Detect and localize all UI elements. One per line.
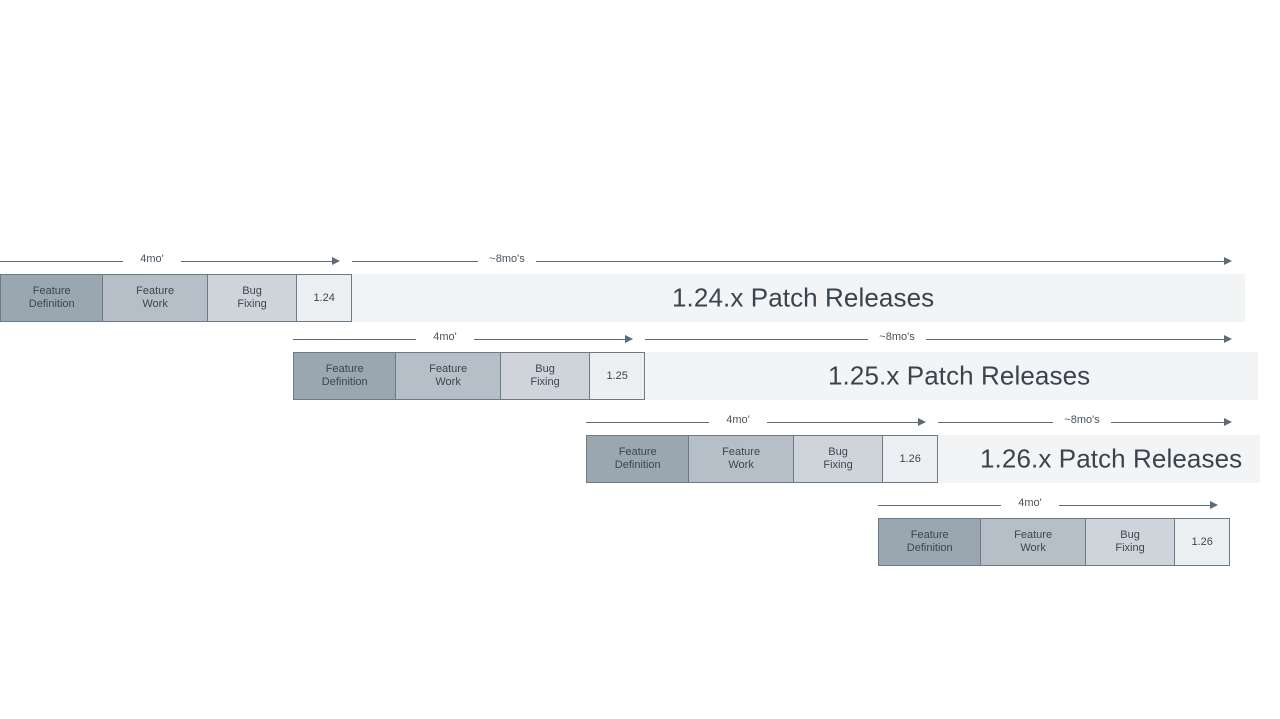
row-126-feature-definition[interactable]: Feature Definition xyxy=(587,436,690,482)
arrow-head-icon xyxy=(1224,257,1232,265)
row-124-patch-band: 1.24.x Patch Releases xyxy=(352,274,1245,322)
arrow-head-icon xyxy=(1224,335,1232,343)
row-124-feature-definition[interactable]: Feature Definition xyxy=(1,275,104,321)
arrow-line-right xyxy=(536,261,1224,262)
row-125-feature-work[interactable]: Feature Work xyxy=(396,353,501,399)
arrow-line-left xyxy=(645,339,868,340)
arrow-line-left xyxy=(352,261,478,262)
row-125-bug-fixing[interactable]: Bug Fixing xyxy=(500,353,591,399)
arrow-line-left xyxy=(293,339,416,340)
arrow-duration-label: ~8mo's xyxy=(1064,414,1100,426)
row-124-arrow-8mo: ~8mo's xyxy=(352,252,1232,270)
row-124-bug-fixing[interactable]: Bug Fixing xyxy=(207,275,298,321)
arrow-line-left xyxy=(0,261,123,262)
row-126-patch-label: 1.26.x Patch Releases xyxy=(980,443,1243,474)
row-126-version-chip[interactable]: 1.26 xyxy=(883,436,937,482)
arrow-line-left xyxy=(878,505,1001,506)
row-125-patch-band: 1.25.x Patch Releases xyxy=(645,352,1258,400)
row-124-version-chip[interactable]: 1.24 xyxy=(297,275,351,321)
arrow-head-icon xyxy=(332,257,340,265)
arrow-line-right xyxy=(1111,422,1224,423)
row-127-version-chip[interactable]: 1.26 xyxy=(1175,519,1229,565)
row-124-patch-label: 1.24.x Patch Releases xyxy=(672,282,935,313)
arrow-line-left xyxy=(586,422,709,423)
row-127-feature-definition[interactable]: Feature Definition xyxy=(879,519,982,565)
arrow-duration-label: 4mo' xyxy=(726,414,750,426)
row-126-bug-fixing[interactable]: Bug Fixing xyxy=(793,436,884,482)
arrow-duration-label: 4mo' xyxy=(433,331,457,343)
arrow-head-icon xyxy=(918,418,926,426)
arrow-line-right xyxy=(767,422,918,423)
row-125-arrow-8mo: ~8mo's xyxy=(645,330,1232,348)
arrow-duration-label: 4mo' xyxy=(140,253,164,265)
arrow-line-right xyxy=(926,339,1224,340)
arrow-duration-label: ~8mo's xyxy=(489,253,525,265)
arrow-head-icon xyxy=(1224,418,1232,426)
row-126-arrow-8mo: ~8mo's xyxy=(938,413,1232,431)
arrow-line-right xyxy=(1059,505,1210,506)
row-124-arrow-4mo: 4mo' xyxy=(0,252,340,270)
row-125-patch-label: 1.25.x Patch Releases xyxy=(828,360,1091,391)
row-127-feature-work[interactable]: Feature Work xyxy=(981,519,1086,565)
arrow-line-right xyxy=(474,339,625,340)
row-126-patch-band: 1.26.x Patch Releases xyxy=(938,435,1260,483)
arrow-head-icon xyxy=(1210,501,1218,509)
row-127-arrow-4mo: 4mo' xyxy=(878,496,1218,514)
row-126-arrow-4mo: 4mo' xyxy=(586,413,926,431)
arrow-duration-label: 4mo' xyxy=(1018,497,1042,509)
row-125-version-chip[interactable]: 1.25 xyxy=(590,353,644,399)
row-124-feature-work[interactable]: Feature Work xyxy=(103,275,208,321)
row-126-feature-work[interactable]: Feature Work xyxy=(689,436,794,482)
row-125-feature-definition[interactable]: Feature Definition xyxy=(294,353,397,399)
arrow-head-icon xyxy=(625,335,633,343)
row-125-arrow-4mo: 4mo' xyxy=(293,330,633,348)
arrow-line-left xyxy=(938,422,1053,423)
arrow-line-right xyxy=(181,261,332,262)
arrow-duration-label: ~8mo's xyxy=(879,331,915,343)
row-127-bug-fixing[interactable]: Bug Fixing xyxy=(1085,519,1176,565)
